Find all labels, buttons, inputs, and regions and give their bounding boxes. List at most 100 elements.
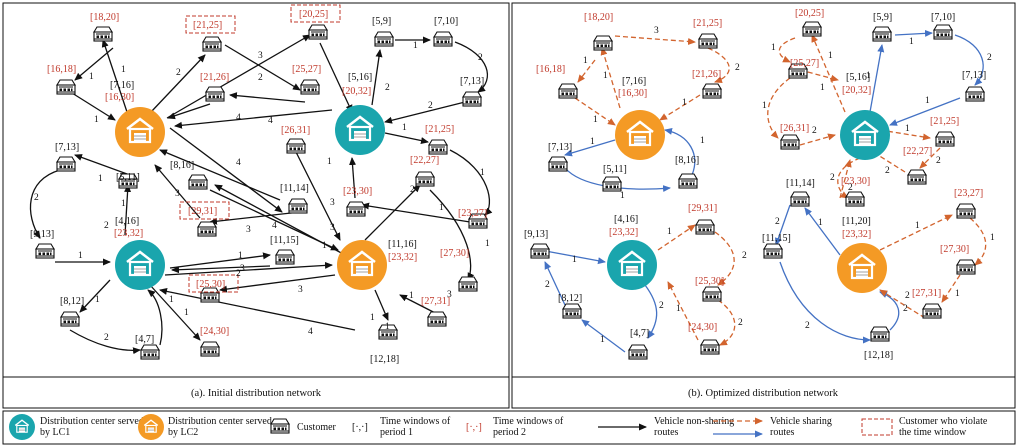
center-tw1: [7,16] <box>622 76 646 87</box>
customer-tw: [7,13] <box>55 142 79 153</box>
customer-icon <box>870 326 890 342</box>
route-weight: 1 <box>78 251 83 261</box>
sharing-route-edge <box>564 139 616 157</box>
route-edge <box>214 184 346 256</box>
customer-icon <box>678 173 698 189</box>
panel-a-center-labels: [7,16] [16,30] [5,16] [20,32] [4,16] [23… <box>105 72 417 263</box>
customer-tw: [5,11] <box>603 164 627 175</box>
panel-b-center-labels: [7,16] [16,30] [5,16] [20,32] [4,16] [23… <box>609 72 871 240</box>
route-weight: 1 <box>828 51 833 61</box>
route-weight: 1 <box>572 255 577 265</box>
customer-tw: [11,15] <box>270 235 299 246</box>
customer-icon <box>956 203 976 219</box>
route-weight: 1 <box>955 289 960 299</box>
route-edge <box>159 287 356 331</box>
route-weight: 4 <box>272 221 277 231</box>
customer-icon <box>530 243 550 259</box>
route-weight: 2 <box>885 166 890 176</box>
center-tw1: [11,16] <box>388 239 417 250</box>
customer-tw: [20,25] <box>795 8 824 19</box>
route-weight: 1 <box>909 37 914 47</box>
route-edge <box>101 39 128 113</box>
customer-tw: [12,18] <box>370 354 399 365</box>
sharing-route-edge <box>778 37 796 63</box>
center-tw2: [20,32] <box>342 86 371 97</box>
panel-a-centers <box>115 105 387 290</box>
customer-icon <box>562 303 582 319</box>
route-weight: 1 <box>593 115 598 125</box>
route-edge <box>159 149 281 201</box>
route-edge <box>209 211 301 225</box>
sharing-route-edge <box>889 97 961 126</box>
route-edge <box>364 184 421 241</box>
sharing-route-edge <box>941 274 961 303</box>
customer-tw: [7,10] <box>434 16 458 27</box>
route-edge <box>74 47 114 81</box>
route-weight: 1 <box>990 233 995 243</box>
panel-a-route-weights: 1 1 1 2 3 2 4 4 1 2 1 2 2 2 1 1 4 3 1 2 … <box>34 41 490 343</box>
route-weight: 1 <box>413 41 418 51</box>
customer-icon <box>202 36 222 52</box>
route-weight: 1 <box>667 227 672 237</box>
route-edge <box>384 101 466 124</box>
route-edge <box>349 157 357 199</box>
center-tw1: [4,16] <box>614 214 638 225</box>
customer-icon <box>702 83 722 99</box>
customer-tw: [9,13] <box>524 229 548 240</box>
customer-tw: [16,18] <box>47 64 76 75</box>
route-weight: 2 <box>104 333 109 343</box>
customer-icon <box>427 311 447 327</box>
legend-violate-swatch <box>861 418 893 436</box>
panel-b-route-weights: 1 3 2 1 1 1 1 1 1 1 1 1 1 2 1 2 2 2 2 1 … <box>545 26 995 345</box>
route-weight: 2 <box>775 217 780 227</box>
customer-tw: [23,30] <box>841 176 870 187</box>
customer-icon <box>702 286 722 302</box>
customer-icon <box>205 86 225 102</box>
panel-a-routes <box>29 34 493 355</box>
customer-tw: [18,20] <box>584 12 613 23</box>
route-edge <box>71 92 116 121</box>
route-edge <box>384 132 429 144</box>
customer-tw: [27,30] <box>440 248 469 259</box>
customer-tw: [27,31] <box>912 288 941 299</box>
panel-a-frame <box>2 2 510 409</box>
route-weight: 1 <box>169 295 174 305</box>
customer-icon <box>374 31 394 47</box>
route-weight: 1 <box>866 71 871 81</box>
customer-icon <box>845 191 865 207</box>
customer-icon <box>780 134 800 150</box>
route-weight: 2 <box>385 83 390 93</box>
caption-panel-a: (a). Initial distribution network <box>191 388 322 399</box>
route-edge <box>69 329 141 355</box>
sharing-route-edge <box>879 289 926 319</box>
panel-a-customers: [18,20] [16,18] [21,25] [20,25] [21,26] … <box>30 4 488 365</box>
route-weight: 1 <box>94 115 99 125</box>
customer-tw: [29,31] <box>188 206 217 217</box>
center-tw2: [23,32] <box>842 229 871 240</box>
route-edge <box>154 164 201 219</box>
route-weight: 1 <box>480 168 485 178</box>
customer-icon <box>93 26 113 42</box>
route-weight: 1 <box>583 56 588 66</box>
sharing-route-edge <box>539 249 606 265</box>
sharing-route-edge <box>717 299 736 346</box>
legend-tw1-symbol: [·,·] <box>352 422 368 433</box>
customer-tw: [11,15] <box>762 233 791 244</box>
customer-icon <box>700 339 720 355</box>
route-edge <box>174 109 333 129</box>
route-edge <box>374 289 389 321</box>
route-weight: 2 <box>987 53 992 63</box>
sharing-route-edge <box>667 281 699 341</box>
panel-b-routes <box>539 29 987 353</box>
route-edge <box>150 54 206 113</box>
sharing-route-edge <box>657 224 696 251</box>
route-edge <box>169 127 283 213</box>
panel-b-centers <box>607 110 890 293</box>
route-weight: 1 <box>409 291 414 301</box>
route-edge <box>449 149 493 216</box>
route-weight: 2 <box>905 291 910 301</box>
customer-icon <box>763 243 783 259</box>
route-weight: 1 <box>322 241 327 251</box>
customer-icon <box>802 21 822 37</box>
